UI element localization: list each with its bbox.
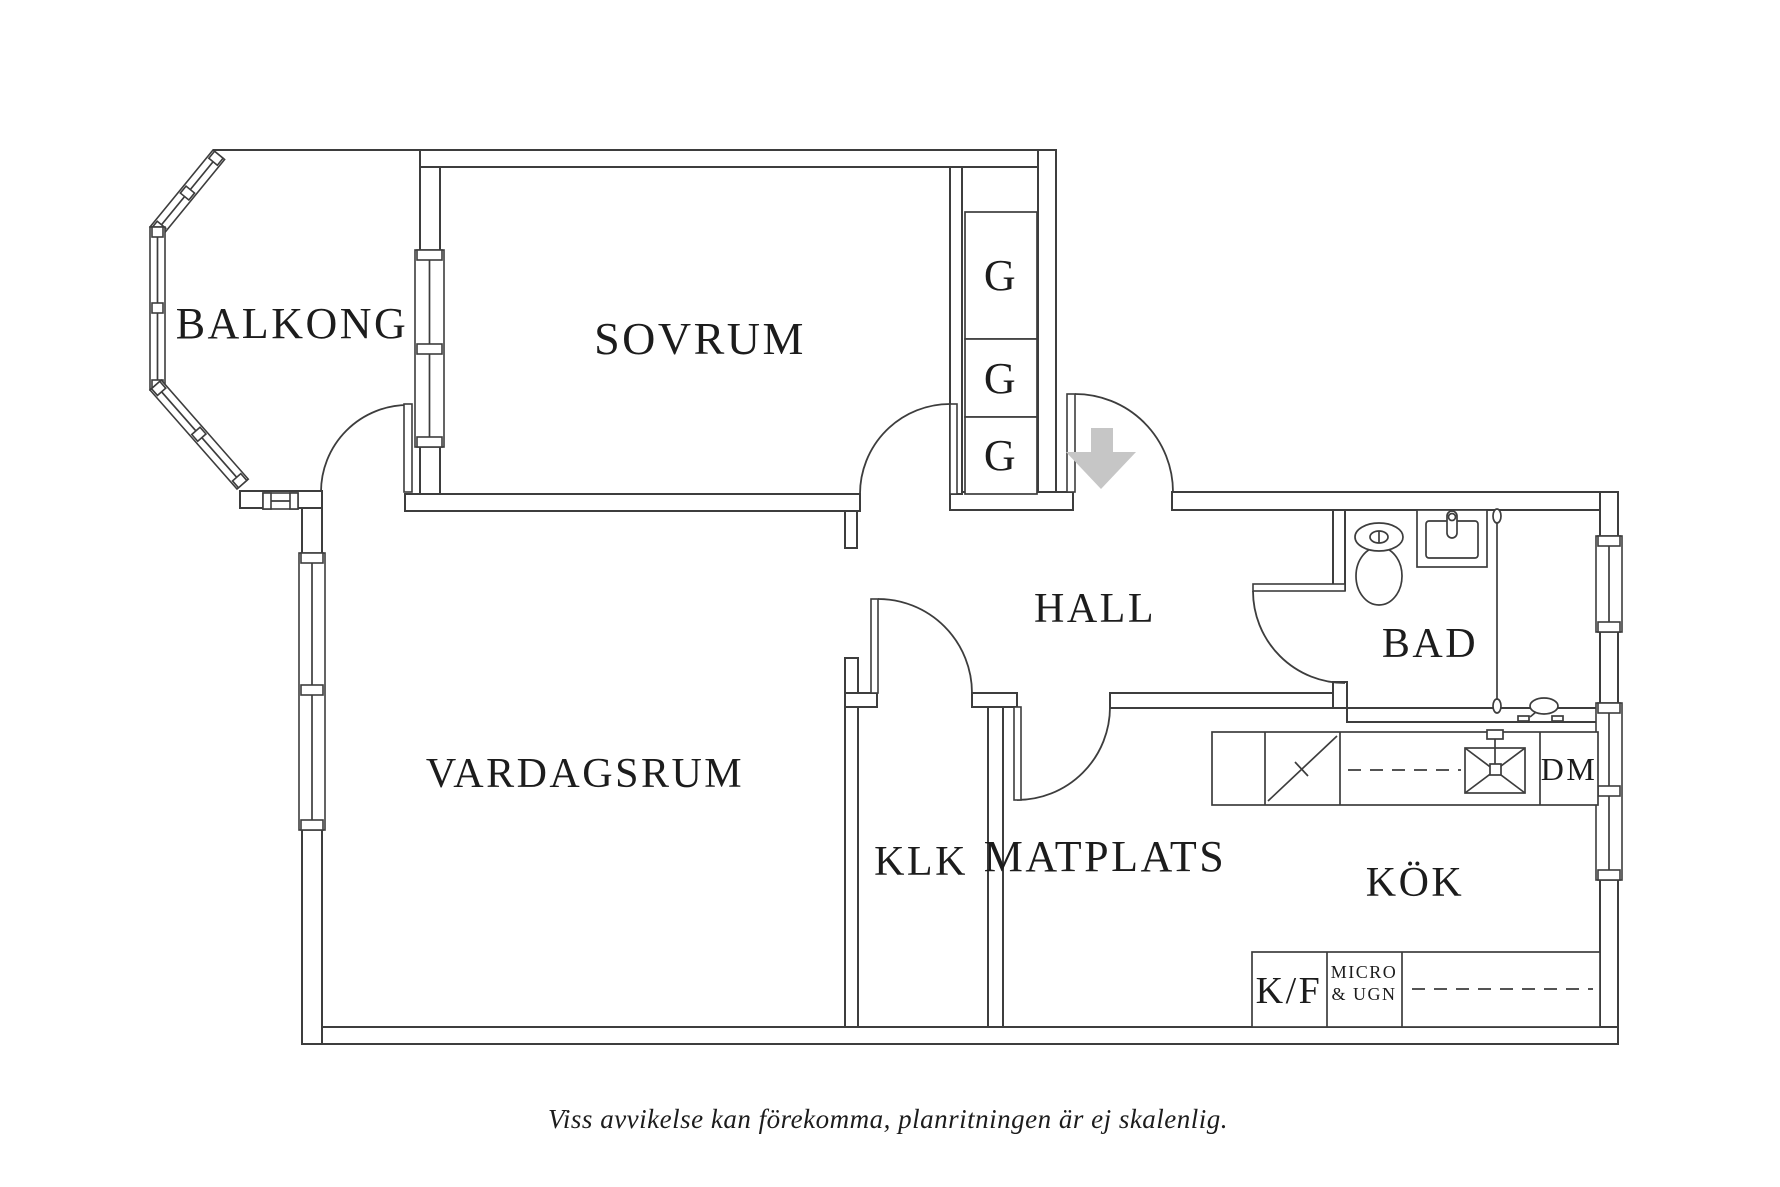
dishwasher-label: DM bbox=[1541, 751, 1598, 787]
room-label-matplats: MATPLATS bbox=[984, 832, 1227, 881]
klk-west-wall bbox=[844, 657, 859, 1028]
kitchen-window bbox=[1595, 702, 1623, 881]
wardrobe-label-1: G bbox=[984, 251, 1018, 300]
wardrobe-label-2: G bbox=[984, 354, 1018, 403]
wardrobe-box-2 bbox=[964, 338, 1038, 418]
room-label-klk: KLK bbox=[874, 839, 968, 885]
klk-matplats-divider bbox=[987, 706, 1004, 1028]
washbasin-icon bbox=[1416, 509, 1488, 568]
balcony-door bbox=[320, 403, 413, 493]
bedroom-south-wall bbox=[404, 493, 861, 512]
bathroom-fixtures bbox=[1354, 508, 1564, 722]
bathroom-door bbox=[1252, 583, 1346, 684]
shower-mixer-icon bbox=[1517, 697, 1564, 722]
livingroom-window bbox=[298, 552, 326, 831]
windows bbox=[262, 249, 1623, 881]
disclaimer-text: Viss avvikelse kan förekomma, planritnin… bbox=[548, 1104, 1228, 1134]
klk-north-wall-right bbox=[971, 692, 1018, 708]
wardrobe-box-3 bbox=[964, 416, 1038, 495]
entry-door bbox=[1066, 393, 1174, 493]
wardrobe-box-1 bbox=[964, 211, 1038, 340]
klk-door bbox=[870, 598, 973, 694]
bad-west-wall bbox=[1332, 509, 1346, 591]
room-label-kok: KÖK bbox=[1366, 860, 1465, 906]
counter-flap-icon bbox=[1267, 735, 1338, 802]
balcony-window-left bbox=[149, 226, 166, 391]
room-label-hall: HALL bbox=[1034, 586, 1156, 632]
balcony-bay bbox=[148, 148, 420, 491]
wardrobe-label-3: G bbox=[984, 431, 1018, 480]
entry-side-wall bbox=[1037, 149, 1057, 493]
walls bbox=[239, 149, 1619, 1045]
bad-corner-wall bbox=[1332, 681, 1348, 709]
room-label-vardagsrum: VARDAGSRUM bbox=[426, 751, 744, 797]
wardrobe-units: G G G bbox=[964, 211, 1038, 495]
entry-arrow-icon bbox=[1066, 428, 1136, 489]
room-label-sovrum: SOVRUM bbox=[594, 313, 806, 364]
shower-screen-icon bbox=[1492, 508, 1502, 714]
fridge-freezer-label: K/F bbox=[1256, 970, 1323, 1012]
kitchen-sink-icon bbox=[1464, 729, 1526, 794]
balcony-window-top-left bbox=[148, 148, 226, 238]
bedroom-door bbox=[859, 403, 958, 495]
room-labels: BALKONG SOVRUM VARDAGSRUM HALL BAD KLK M… bbox=[176, 299, 1478, 906]
room-label-balkong: BALKONG bbox=[176, 299, 409, 348]
hall-south-wall bbox=[1109, 692, 1348, 709]
micro-label-line1: MICRO bbox=[1331, 962, 1398, 982]
doors bbox=[320, 393, 1346, 801]
north-wall bbox=[419, 149, 1057, 168]
balcony-bottom-window bbox=[262, 492, 299, 510]
matplats-door bbox=[1013, 706, 1111, 801]
toilet-icon bbox=[1354, 522, 1404, 606]
balcony-window-bottom-left bbox=[148, 378, 250, 491]
klk-north-wall-left bbox=[844, 692, 878, 708]
kitchen-fixtures: DM K/F MICRO & UGN bbox=[1211, 729, 1601, 1028]
bathroom-window bbox=[1595, 535, 1623, 633]
room-label-bad: BAD bbox=[1382, 621, 1478, 667]
kitchen-counter-bottom: K/F MICRO & UGN bbox=[1251, 951, 1601, 1028]
entry-wall-right bbox=[1171, 491, 1619, 511]
bedroom-balcony-window bbox=[414, 249, 445, 448]
wall-stub bbox=[844, 510, 858, 549]
south-wall bbox=[301, 1026, 1619, 1045]
kitchen-counter-top: DM bbox=[1211, 729, 1599, 806]
micro-label-line2: & UGN bbox=[1332, 984, 1397, 1004]
